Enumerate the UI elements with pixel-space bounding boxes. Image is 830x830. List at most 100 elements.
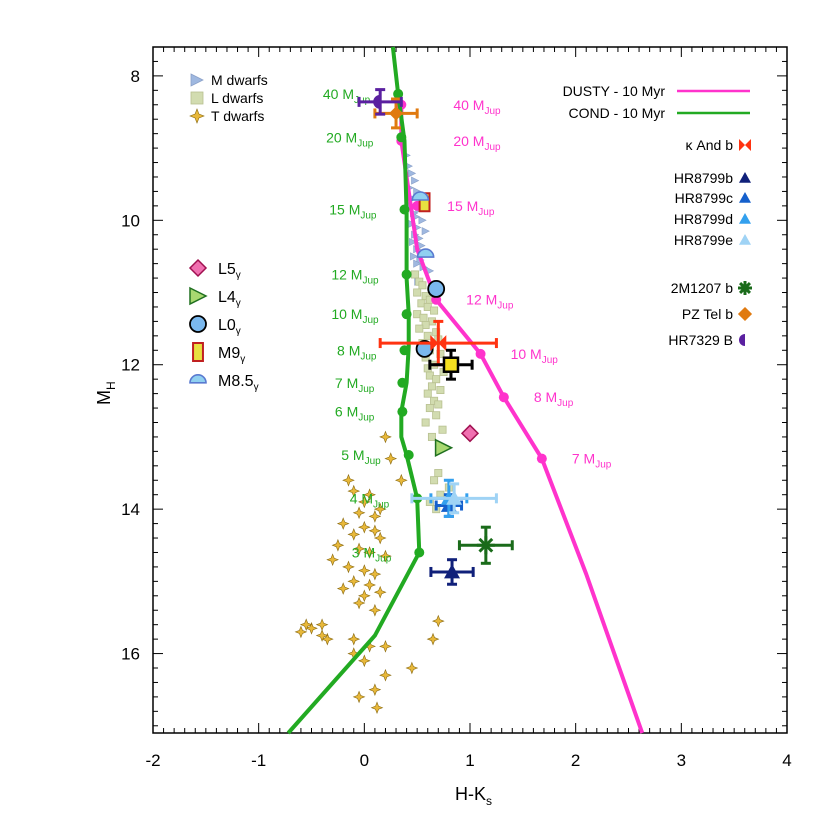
l-dwarfs-point: [434, 469, 443, 478]
t-dwarfs-point: [368, 683, 382, 697]
object-legend-marker: [739, 334, 745, 346]
cond-mass-label: 12 MJup: [331, 266, 379, 286]
m-dwarfs-point: [421, 227, 430, 236]
dusty-mass-label: 15 MJup: [447, 198, 495, 218]
field-dwarf-points: [294, 151, 453, 715]
dusty-mass-label-main: 20 M: [453, 133, 484, 149]
l-dwarfs-point: [423, 331, 432, 340]
companion-point: [442, 356, 460, 373]
l-dwarfs-point: [432, 411, 441, 420]
cond-mass-label-main: 12 M: [331, 266, 362, 282]
t-dwarfs-point: [331, 538, 345, 552]
y-tick-label: 14: [121, 500, 140, 519]
cond-mass-label-main: 8 M: [337, 342, 360, 358]
cond-mass-label-main: 4 M: [350, 490, 373, 506]
y-tick-label: 8: [131, 67, 140, 86]
young-legend-label: L0γ: [218, 317, 241, 337]
x-tick-label: 1: [465, 751, 474, 770]
t-dwarfs-point: [379, 549, 392, 563]
dusty-mass-label-sub: Jup: [484, 106, 501, 117]
t-dwarfs-point: [363, 546, 376, 559]
t-dwarfs-point: [370, 701, 384, 715]
dusty-mass-label-sub: Jup: [484, 142, 501, 153]
cond-mass-label-main: 10 M: [331, 306, 362, 322]
companion-point: [430, 335, 447, 352]
m-dwarfs-point: [413, 259, 422, 268]
l-dwarfs-point: [413, 288, 422, 297]
young-object-point: [434, 438, 454, 457]
object-legend-marker: [738, 281, 752, 295]
companion-point: [446, 490, 463, 505]
companion-point-stroke: [478, 537, 494, 553]
young-legend-label-sub: γ: [236, 298, 241, 309]
dusty-mass-label: 12 MJup: [466, 292, 514, 312]
t-dwarfs-point: [299, 618, 313, 632]
young-object-point: [411, 191, 430, 201]
young-legend-label-main: M8.5: [218, 373, 254, 390]
companion-point: [476, 536, 495, 555]
t-dwarfs-point: [379, 640, 392, 653]
cond-mass-label-sub: Jup: [373, 499, 390, 510]
y-tick-label: 16: [121, 645, 140, 664]
cond-mass-dot: [396, 132, 407, 143]
cond-mass-label: 3 MJup: [352, 544, 392, 564]
model-legend-label: COND - 10 Myr: [569, 105, 666, 121]
young-legend-marker: [192, 342, 204, 362]
dusty-mass-label-sub: Jup: [497, 301, 514, 312]
cond-mass-label: 10 MJup: [331, 306, 379, 326]
cond-mass-label-sub: Jup: [365, 456, 382, 467]
t-dwarfs-point: [368, 567, 382, 581]
object-legend-label: HR8799c: [675, 190, 733, 206]
object-legend-marker: [739, 192, 751, 203]
dusty-mass-label-main: 40 M: [453, 97, 484, 113]
field-legend-label: L dwarfs: [211, 90, 263, 106]
young-legend-label: M8.5γ: [218, 373, 259, 393]
t-dwarfs-point: [373, 502, 387, 516]
t-dwarfs-point: [373, 531, 387, 545]
m-dwarfs-point: [418, 216, 427, 225]
x-tick-label: 4: [782, 751, 791, 770]
t-dwarfs-point: [315, 618, 329, 632]
cond-mass-dot: [397, 377, 408, 388]
cond-mass-label: 15 MJup: [329, 201, 377, 221]
field-legend-label: T dwarfs: [211, 108, 264, 124]
cond-mass-dot: [397, 406, 408, 417]
t-dwarfs-point: [352, 506, 366, 520]
t-dwarfs-point: [305, 621, 318, 635]
cond-mass-label: 7 MJup: [335, 375, 375, 395]
cond-mass-label: 5 MJup: [341, 447, 381, 467]
young-legend-marker: [188, 258, 208, 278]
cond-mass-dot: [401, 309, 412, 320]
l-dwarfs-point: [432, 375, 441, 384]
t-dwarfs-point: [336, 582, 350, 595]
young-object-point: [416, 248, 435, 258]
field-legend-marker: [190, 73, 204, 87]
young-legend-label-main: L4: [218, 289, 236, 306]
t-dwarfs-point: [431, 614, 445, 628]
x-tick-label: -1: [251, 751, 266, 770]
object-legend-marker: [737, 306, 753, 322]
young-legend-label-sub: γ: [236, 270, 241, 281]
x-tick-label: -2: [145, 751, 160, 770]
dusty-mass-label-sub: Jup: [595, 460, 612, 471]
t-dwarfs-point: [352, 596, 366, 610]
x-tick-label: 2: [571, 751, 580, 770]
dusty-mass-label: 20 MJup: [453, 133, 501, 153]
cond-mass-label-main: 20 M: [326, 129, 357, 145]
young-legend-marker: [189, 286, 208, 306]
cond-mass-dot: [393, 88, 404, 99]
t-dwarfs-point: [363, 488, 376, 502]
young-legend-label-main: L0: [218, 317, 236, 334]
object-legend-label: HR7329 B: [668, 332, 733, 348]
dusty-mass-label: 40 MJup: [453, 97, 501, 117]
cond-mass-label-sub: Jup: [360, 351, 377, 362]
l-dwarfs-point: [434, 400, 443, 409]
cond-mass-label-sub: Jup: [362, 275, 379, 286]
t-dwarfs-point: [363, 578, 376, 592]
young-legend-label-sub: γ: [240, 354, 245, 365]
cond-mass-label-main: 7 M: [335, 375, 358, 391]
dusty-mass-dot: [536, 453, 547, 464]
object-legend-label: PZ Tel b: [682, 306, 733, 322]
l-dwarfs-point: [411, 270, 420, 279]
